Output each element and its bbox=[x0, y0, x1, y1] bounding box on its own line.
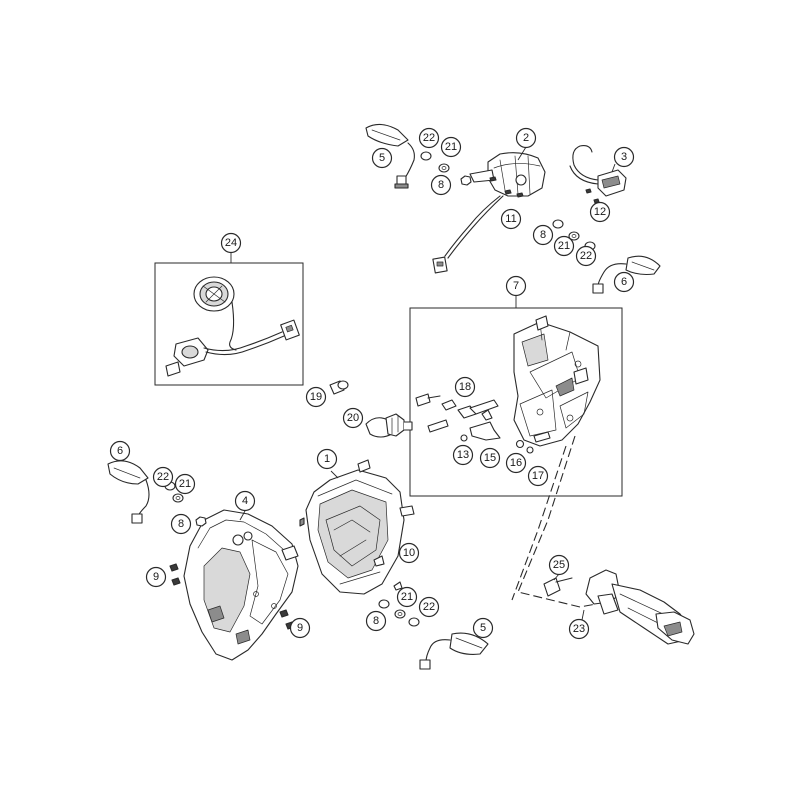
headlight-part-1 bbox=[299, 459, 415, 595]
callout-6-left: 6 bbox=[109, 440, 131, 462]
callout-22-left: 22 bbox=[152, 466, 174, 488]
svg-text:18: 18 bbox=[459, 381, 471, 393]
svg-text:8: 8 bbox=[438, 179, 444, 191]
bulb-part-20 bbox=[365, 413, 413, 438]
hardware-box-7 bbox=[415, 393, 551, 454]
callout-19: 19 bbox=[305, 386, 327, 408]
callout-20: 20 bbox=[342, 407, 364, 429]
connector-part-25 bbox=[543, 577, 573, 597]
svg-text:21: 21 bbox=[445, 141, 457, 153]
callout-13: 13 bbox=[452, 444, 474, 466]
callout-17: 17 bbox=[527, 465, 549, 487]
callout-16: 16 bbox=[505, 452, 527, 474]
callout-9-right: 9 bbox=[289, 617, 311, 639]
dashed-assembly-line bbox=[517, 435, 597, 608]
turn-signal-part-6-left bbox=[107, 460, 150, 524]
callout-21-top-right: 21 bbox=[553, 235, 575, 257]
svg-text:16: 16 bbox=[510, 457, 522, 469]
callout-6-right: 6 bbox=[613, 271, 635, 293]
callout-21-left: 21 bbox=[174, 473, 196, 495]
callout-8-left: 8 bbox=[170, 513, 192, 535]
callout-22-top-left: 22 bbox=[418, 127, 440, 149]
callout-10: 10 bbox=[398, 542, 420, 564]
callout-5-bottom: 5 bbox=[472, 617, 494, 639]
callout-4: 4 bbox=[234, 490, 256, 512]
callout-11: 11 bbox=[500, 208, 522, 230]
dashed-assembly-line-2 bbox=[511, 445, 567, 601]
svg-text:2: 2 bbox=[523, 132, 529, 144]
svg-text:24: 24 bbox=[225, 237, 237, 249]
callout-8-top-right: 8 bbox=[532, 224, 554, 246]
svg-text:5: 5 bbox=[480, 622, 486, 634]
callout-15: 15 bbox=[479, 447, 501, 469]
svg-text:20: 20 bbox=[347, 412, 359, 424]
svg-text:19: 19 bbox=[310, 391, 322, 403]
turn-signal-part-6-top bbox=[592, 255, 661, 294]
svg-text:9: 9 bbox=[297, 622, 303, 634]
callout-21-top-left: 21 bbox=[440, 136, 462, 158]
svg-text:15: 15 bbox=[484, 452, 496, 464]
svg-text:7: 7 bbox=[513, 280, 519, 292]
sensor-assembly-part-24 bbox=[165, 276, 300, 377]
leader-lines bbox=[230, 146, 616, 621]
svg-text:25: 25 bbox=[553, 559, 565, 571]
svg-text:23: 23 bbox=[573, 623, 585, 635]
svg-text:6: 6 bbox=[117, 445, 123, 457]
svg-text:22: 22 bbox=[423, 601, 435, 613]
svg-text:4: 4 bbox=[242, 495, 248, 507]
svg-text:22: 22 bbox=[580, 250, 592, 262]
callout-25: 25 bbox=[548, 554, 570, 576]
svg-text:8: 8 bbox=[373, 615, 379, 627]
svg-text:8: 8 bbox=[178, 518, 184, 530]
svg-text:8: 8 bbox=[540, 229, 546, 241]
callout-5-top: 5 bbox=[371, 147, 393, 169]
callout-23: 23 bbox=[568, 618, 590, 640]
tail-light-part-2 bbox=[432, 152, 546, 274]
washer-stack-bottom bbox=[378, 599, 420, 627]
callout-18: 18 bbox=[454, 376, 476, 398]
callout-8-top-left: 8 bbox=[430, 174, 452, 196]
callout-21-bottom: 21 bbox=[396, 586, 418, 608]
washer-stack-left bbox=[164, 481, 207, 527]
callout-7: 7 bbox=[505, 275, 527, 297]
callout-22-top-right: 22 bbox=[575, 245, 597, 267]
svg-text:17: 17 bbox=[532, 470, 544, 482]
svg-text:6: 6 bbox=[621, 276, 627, 288]
svg-text:3: 3 bbox=[621, 151, 627, 163]
svg-text:12: 12 bbox=[594, 206, 606, 218]
callout-24: 24 bbox=[220, 232, 242, 254]
turn-signal-part-5-bottom bbox=[419, 632, 489, 670]
headlight-mask-part-4 bbox=[183, 509, 299, 661]
svg-text:1: 1 bbox=[324, 453, 330, 465]
svg-text:9: 9 bbox=[153, 571, 159, 583]
callout-1: 1 bbox=[316, 448, 338, 470]
svg-text:11: 11 bbox=[505, 213, 516, 225]
callout-9-left: 9 bbox=[145, 566, 167, 588]
callout-22-bottom: 22 bbox=[418, 596, 440, 618]
svg-text:13: 13 bbox=[457, 449, 469, 461]
svg-text:21: 21 bbox=[558, 240, 570, 252]
svg-text:22: 22 bbox=[157, 471, 169, 483]
svg-text:5: 5 bbox=[379, 152, 385, 164]
bracket-part-7 bbox=[513, 315, 601, 447]
callout-12: 12 bbox=[589, 201, 611, 223]
svg-text:22: 22 bbox=[423, 132, 435, 144]
detail-box-24 bbox=[154, 262, 304, 386]
license-light-part-3 bbox=[569, 145, 627, 204]
svg-text:21: 21 bbox=[401, 591, 413, 603]
callout-2: 2 bbox=[515, 127, 537, 149]
turn-signal-part-5-top bbox=[365, 123, 415, 189]
washer-stack-top-left bbox=[420, 151, 472, 186]
svg-text:10: 10 bbox=[403, 547, 415, 559]
handlebar-switch-part-23 bbox=[585, 569, 695, 645]
callout-3: 3 bbox=[613, 146, 635, 168]
svg-text:21: 21 bbox=[179, 478, 191, 490]
callout-8-bottom: 8 bbox=[365, 610, 387, 632]
screw-icons-part-11 bbox=[489, 176, 524, 198]
bulb-part-19 bbox=[329, 380, 349, 395]
